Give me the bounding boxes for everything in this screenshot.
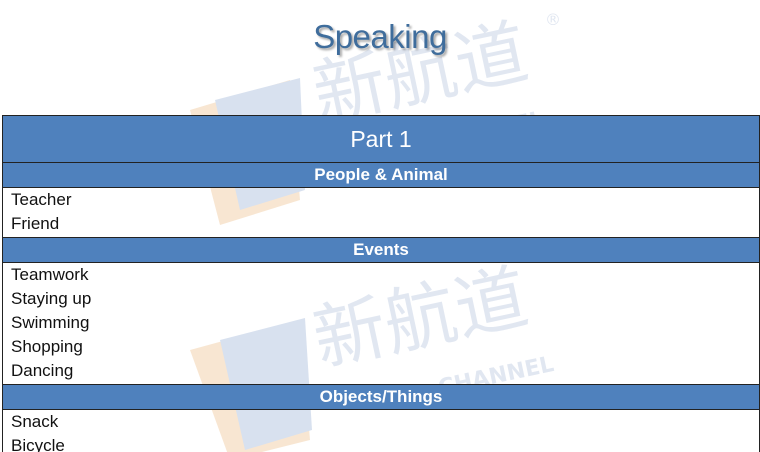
section-body-objects-things: Snack Bicycle: [3, 410, 759, 452]
section-header-people-animal: People & Animal: [3, 163, 759, 188]
part-header: Part 1: [3, 116, 759, 163]
list-item: Staying up: [11, 289, 92, 308]
topics-table: Part 1 People & Animal Teacher Friend Ev…: [2, 115, 760, 452]
list-item: Swimming: [11, 313, 90, 332]
list-item: Bicycle: [11, 436, 65, 452]
list-item: Snack: [11, 412, 59, 431]
page-title: Speaking: [313, 18, 447, 55]
list-item: Friend: [11, 214, 60, 233]
section-header-events: Events: [3, 238, 759, 263]
list-item: Teamwork: [11, 265, 89, 284]
list-item: Teacher: [11, 190, 72, 209]
list-item: Shopping: [11, 337, 83, 356]
section-body-events: Teamwork Staying up Swimming Shopping Da…: [3, 263, 759, 385]
section-header-objects-things: Objects/Things: [3, 385, 759, 410]
list-item: Dancing: [11, 361, 74, 380]
section-body-people-animal: Teacher Friend: [3, 188, 759, 238]
